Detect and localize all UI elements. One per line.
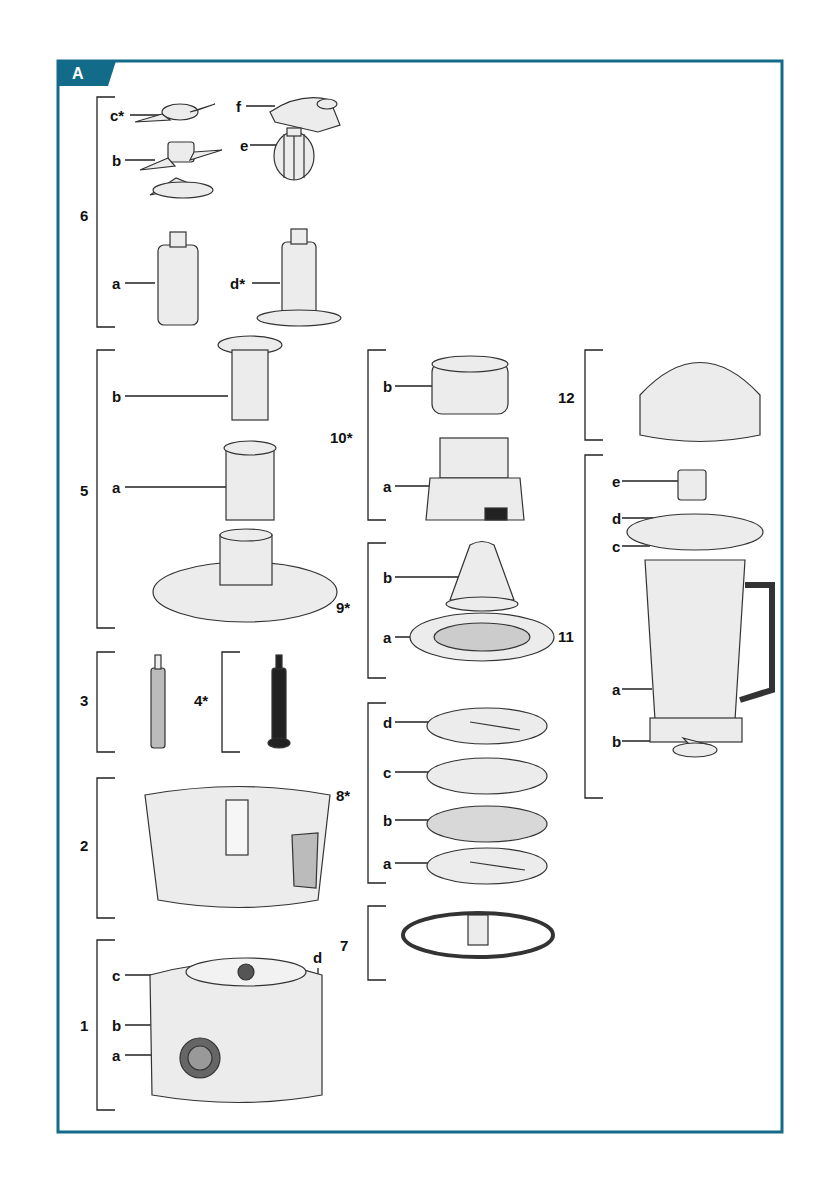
- callout-label: a: [112, 275, 120, 292]
- callout-label: 9*: [336, 599, 350, 616]
- callout-label: 12: [558, 389, 575, 406]
- callout-label: 3: [80, 692, 88, 709]
- callout-label: a: [383, 855, 391, 872]
- callout-label: d: [313, 949, 322, 966]
- callout-label: a: [112, 1047, 120, 1064]
- callout-label: 8*: [336, 787, 350, 804]
- callout-label: b: [112, 152, 121, 169]
- callout-label: 2: [80, 837, 88, 854]
- callout-label: c*: [110, 107, 124, 124]
- callout-label: 4*: [194, 692, 208, 709]
- callout-label: b: [612, 733, 621, 750]
- callout-label: 1: [80, 1017, 88, 1034]
- callout-label: e: [240, 137, 248, 154]
- callout-label: b: [383, 812, 392, 829]
- callout-label: b: [383, 569, 392, 586]
- figure-tab: A: [72, 65, 84, 82]
- callout-label: c: [112, 967, 120, 984]
- callout-label: e: [612, 473, 620, 490]
- callout-label: b: [112, 1017, 121, 1034]
- callout-label: b: [112, 388, 121, 405]
- callout-label: f: [236, 98, 241, 115]
- callout-label: 5: [80, 482, 88, 499]
- callout-label: c: [612, 538, 620, 555]
- callout-label: 6: [80, 207, 88, 224]
- callout-label: a: [383, 478, 391, 495]
- callout-label: a: [612, 681, 620, 698]
- callout-label: 11: [558, 628, 574, 645]
- callout-label: a: [112, 479, 120, 496]
- callout-label: 7: [340, 937, 348, 954]
- callout-label: 10*: [330, 429, 353, 446]
- callout-label: d*: [230, 275, 245, 292]
- callout-label: d: [612, 510, 621, 527]
- callout-label: b: [383, 378, 392, 395]
- callout-label: a: [383, 629, 391, 646]
- callout-label: c: [383, 764, 391, 781]
- callout-label: d: [383, 714, 392, 731]
